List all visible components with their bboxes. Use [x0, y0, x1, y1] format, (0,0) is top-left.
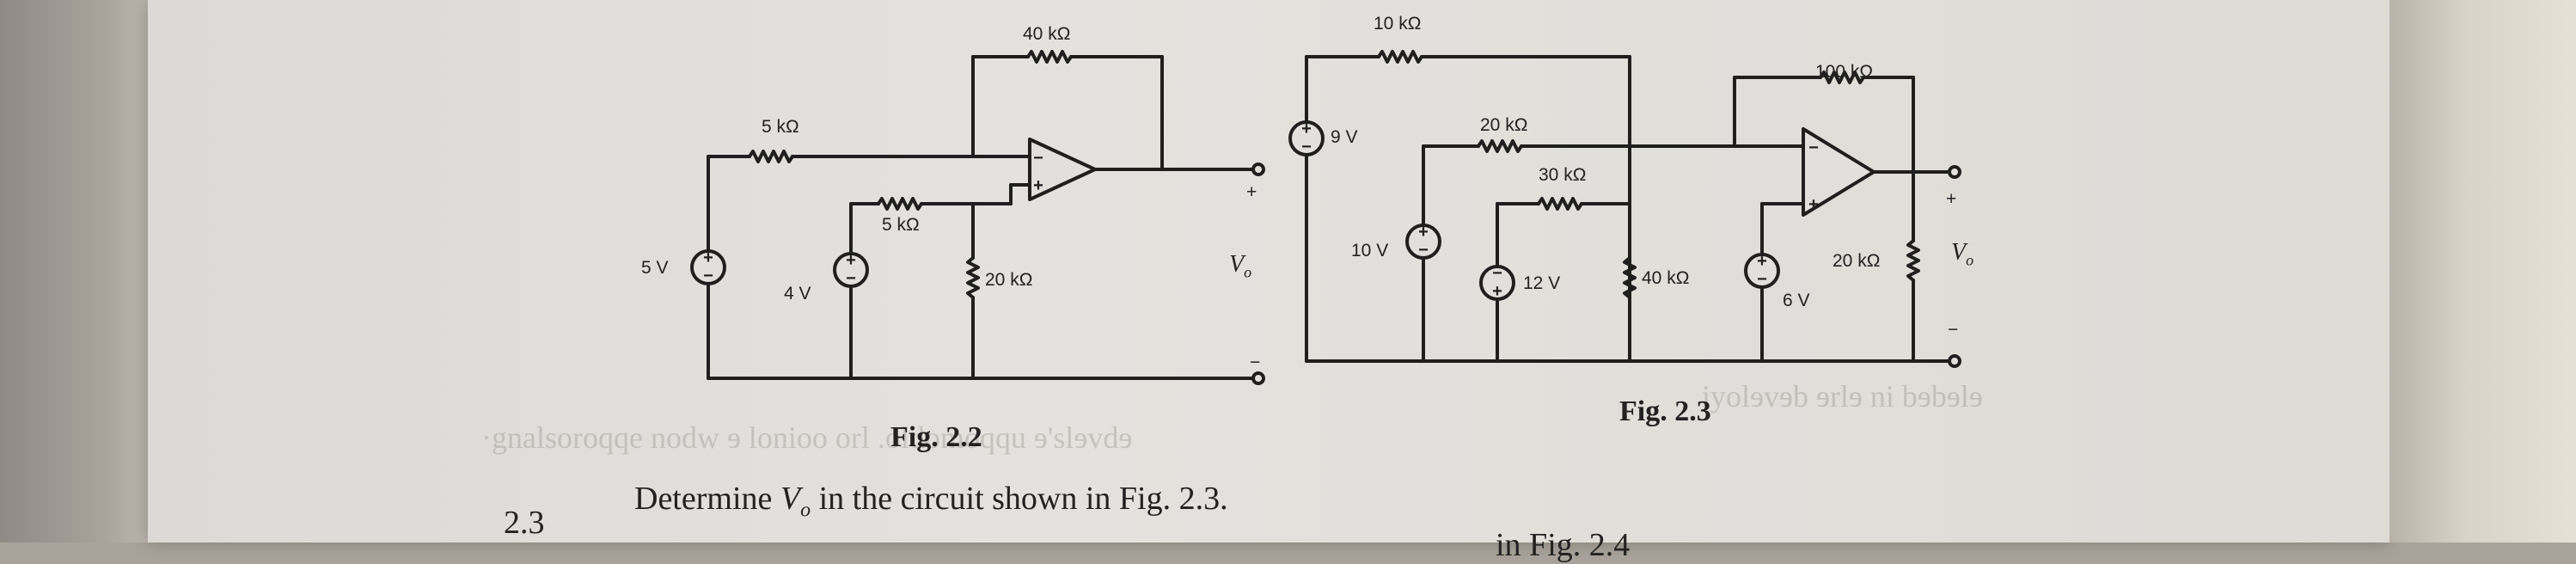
background-left	[0, 0, 148, 543]
fig23-caption: Fig. 2.3	[1619, 395, 1711, 427]
fig22-ground-resistor-label: 20 kΩ	[985, 270, 1033, 290]
fig22-caption: Fig. 2.2	[890, 421, 982, 453]
bleed-through-text: ·gnalsoroqqe nodw ɘ lonioo orl .oldomoqq…	[481, 420, 1133, 455]
fig-2-3-circuit	[1288, 50, 1961, 368]
fig23-20k-resistor-label: 20 kΩ	[1480, 115, 1528, 135]
bleed-through-text: iyolɘvɘb ɘrlɘ ni bɘbɘlɘ	[1702, 379, 1983, 414]
circuit-diagrams: −+ +− +− −+ +− +− −+ +−	[690, 50, 1961, 385]
fig23-6v-source-label: 6 V	[1783, 291, 1810, 310]
svg-text:−: −	[1418, 241, 1429, 260]
fig22-output-plus: +	[1246, 182, 1257, 202]
fig22-feedback-resistor-label: 40 kΩ	[1023, 24, 1071, 44]
fig23-output-minus: −	[1948, 320, 1959, 340]
fig-2-2-circuit	[690, 50, 1265, 385]
svg-text:+: +	[1033, 176, 1043, 195]
fig22-5v-source-label: 5 V	[641, 258, 669, 278]
fig23-feedback-resistor-label: 100 kΩ	[1815, 62, 1874, 82]
svg-text:−: −	[1492, 264, 1502, 283]
fig23-vo-label: Vo	[1951, 239, 1974, 269]
fig23-10v-source-label: 10 V	[1351, 241, 1389, 261]
fig23-output-plus: +	[1946, 189, 1957, 209]
background-right	[2389, 0, 2576, 543]
next-problem-fragment: in Fig. 2.4	[1496, 527, 1631, 563]
fig23-9v-source-label: 9 V	[1331, 127, 1358, 147]
svg-text:+: +	[1808, 195, 1819, 214]
svg-text:+: +	[703, 248, 713, 267]
svg-text:+: +	[846, 251, 856, 270]
fig22-vo-label: Vo	[1229, 251, 1252, 281]
svg-text:−: −	[1033, 149, 1043, 168]
fig22-4v-source-label: 4 V	[784, 284, 811, 303]
textbook-page	[148, 0, 2389, 543]
problem-number: 2.3	[504, 505, 545, 541]
svg-text:+: +	[1418, 223, 1429, 242]
svg-text:+: +	[1301, 120, 1312, 138]
fig22-mid-resistor-label: 5 kΩ	[882, 215, 920, 235]
svg-text:+: +	[1492, 282, 1502, 301]
svg-text:−: −	[1808, 138, 1819, 157]
svg-text:−: −	[703, 267, 713, 285]
fig23-40k-resistor-label: 40 kΩ	[1642, 268, 1690, 288]
problem-statement: Determine Vo in the circuit shown in Fig…	[634, 481, 1228, 522]
fig23-load-resistor-label: 20 kΩ	[1833, 251, 1881, 271]
fig22-top-resistor-label: 5 kΩ	[762, 117, 799, 137]
svg-text:−: −	[1301, 138, 1312, 156]
svg-text:−: −	[846, 269, 856, 288]
fig23-top-resistor-label: 10 kΩ	[1374, 14, 1422, 34]
fig22-output-minus: −	[1250, 352, 1261, 372]
fig23-12v-source-label: 12 V	[1523, 273, 1561, 293]
fig23-30k-resistor-label: 30 kΩ	[1539, 165, 1587, 185]
svg-text:+: +	[1757, 252, 1767, 271]
svg-text:−: −	[1757, 270, 1767, 289]
